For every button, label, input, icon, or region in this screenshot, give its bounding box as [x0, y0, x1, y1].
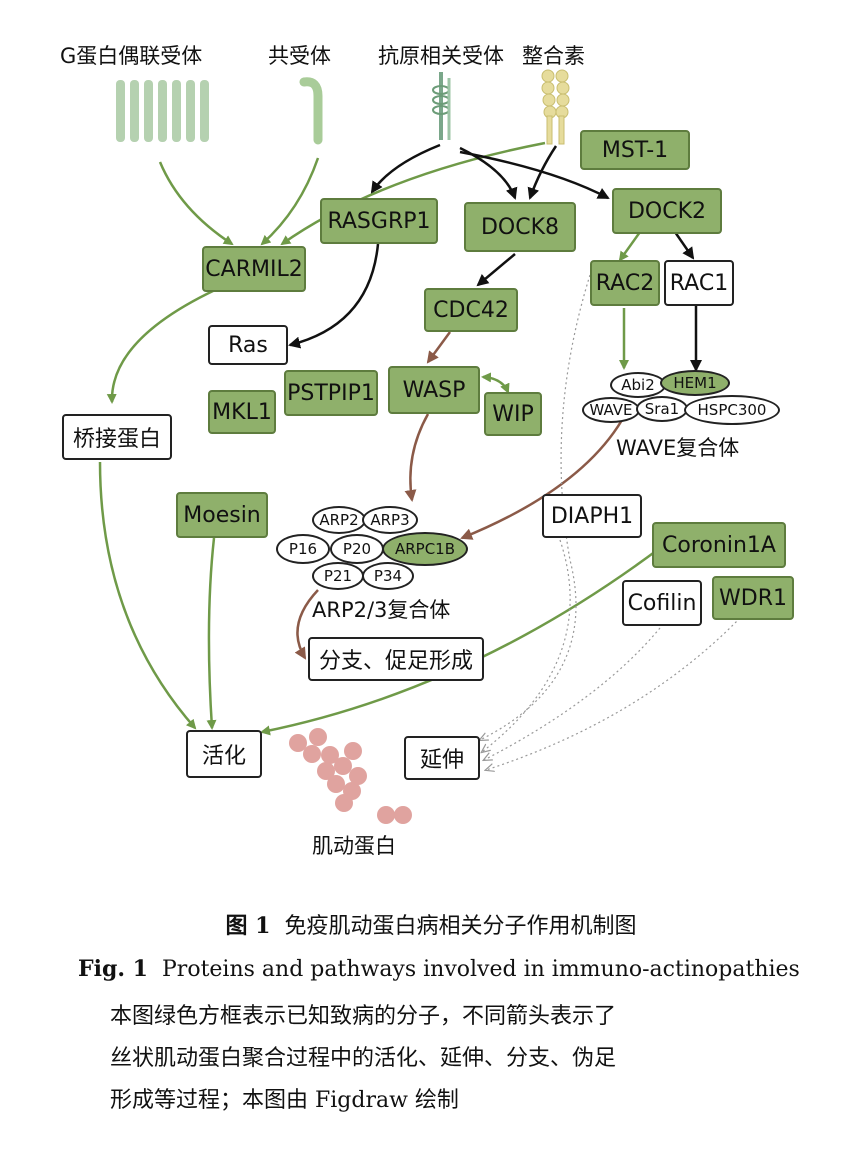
node-rasgrp1: RASGRP1 — [320, 198, 438, 244]
actin-filament-icon — [289, 728, 412, 824]
node-dock2: DOCK2 — [612, 188, 722, 234]
arrow-integrin-carmil2 — [280, 141, 546, 246]
figure-caption: 图 1 免疫肌动蛋白病相关分子作用机制图 Fig. 1 Proteins and p… — [0, 880, 862, 1160]
node-branching: 分支、促足形成 — [308, 637, 484, 681]
node-mst1: MST-1 — [580, 130, 690, 170]
arrow-dock8-cdc42 — [476, 253, 516, 287]
arrow-cofilin-elongation — [484, 627, 661, 760]
wave-subunit-hspc300: HSPC300 — [684, 395, 780, 425]
node-carmil2: CARMIL2 — [202, 246, 306, 292]
gpcr-receptor-icon — [116, 80, 209, 142]
wave-subunit-hem1: HEM1 — [660, 370, 730, 396]
arrow-carmil2-bridge — [106, 288, 216, 404]
node-cofilin: Cofilin — [622, 580, 702, 626]
arp-subunit-arp2: ARP2 — [312, 506, 366, 534]
arrow-dock2-rac1 — [673, 231, 695, 260]
arrow-dock2-rac2 — [618, 231, 642, 262]
arrow-receptor-dock8 — [459, 146, 518, 200]
arp-subunit-p20: P20 — [330, 534, 384, 564]
caption-en-title: Fig. 1 Proteins and pathways involved in … — [78, 956, 800, 982]
caption-note-line-1: 本图绿色方框表示已知致病的分子，不同箭头表示了 — [110, 1004, 617, 1029]
node-elongation: 延伸 — [404, 736, 480, 780]
arp-subunit-p16: P16 — [276, 534, 330, 564]
arrow-wave-arpc1b — [460, 419, 624, 540]
node-ras: Ras — [208, 325, 288, 365]
integrin-icon — [541, 69, 570, 145]
arrow-receptor-rasgrp1 — [370, 143, 441, 194]
caption-cn-title: 图 1 免疫肌动蛋白病相关分子作用机制图 — [0, 908, 862, 940]
pathway-diagram: G蛋白偶联受体 共受体 抗原相关受体 整合素 MST-1 RASGRP1 DOC… — [60, 44, 794, 858]
wave-subunit-abi2: Abi2 — [610, 372, 666, 398]
arrow-diaph1-elongation — [482, 539, 571, 752]
node-dock8: DOCK8 — [464, 202, 576, 252]
arrow-cdc42-wasp — [426, 331, 452, 364]
arrow-wdr1-elongation — [486, 617, 741, 770]
arp-subunit-arpc1b: ARPC1B — [382, 532, 468, 566]
arrow-integrin-dock8 — [527, 145, 558, 200]
arrow-arp-branch — [294, 589, 319, 660]
antigen-receptor-icon — [432, 72, 451, 140]
node-mkl1: MKL1 — [208, 390, 276, 434]
node-moesin: Moesin — [176, 492, 268, 538]
arp-subunit-arp3: ARP3 — [362, 506, 418, 534]
wave-complex-label: WAVE复合体 — [616, 436, 740, 460]
arrow-gpcr-carmil2 — [158, 161, 234, 246]
caption-cn-figure-number: 图 1 — [225, 913, 271, 939]
node-bridge-protein: 桥接蛋白 — [62, 414, 172, 460]
arrow-wasp-arp — [404, 413, 430, 502]
caption-note-line-2: 丝状肌动蛋白聚合过程中的活化、延伸、分支、伪足 — [110, 1046, 617, 1071]
caption-note-line-3: 形成等过程；本图由 Figdraw 绘制 — [110, 1088, 459, 1113]
wave-subunit-sra1: Sra1 — [636, 396, 688, 422]
arrow-moesin-activation — [206, 537, 217, 730]
actin-label: 肌动蛋白 — [312, 834, 396, 858]
arrow-coreceptor-carmil2 — [260, 157, 320, 246]
node-wasp: WASP — [388, 366, 480, 414]
node-diaph1: DIAPH1 — [542, 494, 642, 538]
node-wdr1: WDR1 — [712, 576, 794, 620]
node-pstpip1: PSTPIP1 — [284, 370, 378, 416]
arrow-bridge-activation — [98, 461, 197, 730]
wave-subunit-wave: WAVE — [582, 397, 640, 423]
caption-cn-text: 免疫肌动蛋白病相关分子作用机制图 — [284, 914, 637, 939]
gpcr-label: G蛋白偶联受体 — [60, 44, 203, 68]
integrin-label: 整合素 — [522, 44, 585, 68]
caption-en-text: Proteins and pathways involved in immuno… — [162, 957, 800, 982]
node-wip: WIP — [484, 392, 542, 436]
arrow-rac2-elongation — [480, 274, 591, 740]
coreceptor-icon — [299, 77, 323, 145]
arrow-receptor-dock2 — [459, 150, 610, 200]
arrow-wasp-wip — [481, 372, 510, 394]
arp-subunit-p34: P34 — [362, 562, 414, 590]
arrow-layer — [98, 69, 741, 824]
coreceptor-label: 共受体 — [268, 44, 331, 68]
node-cdc42: CDC42 — [424, 288, 518, 332]
node-activation: 活化 — [186, 730, 262, 778]
antigen-receptor-label: 抗原相关受体 — [378, 44, 504, 68]
node-rac2: RAC2 — [590, 260, 660, 306]
arp-subunit-p21: P21 — [312, 562, 364, 590]
arrow-rasgrp1-ras — [288, 243, 380, 349]
arp-complex-label: ARP2/3复合体 — [312, 598, 451, 622]
node-rac1: RAC1 — [664, 260, 734, 306]
node-coronin1a: Coronin1A — [652, 522, 786, 568]
caption-en-figure-number: Fig. 1 — [78, 956, 148, 982]
